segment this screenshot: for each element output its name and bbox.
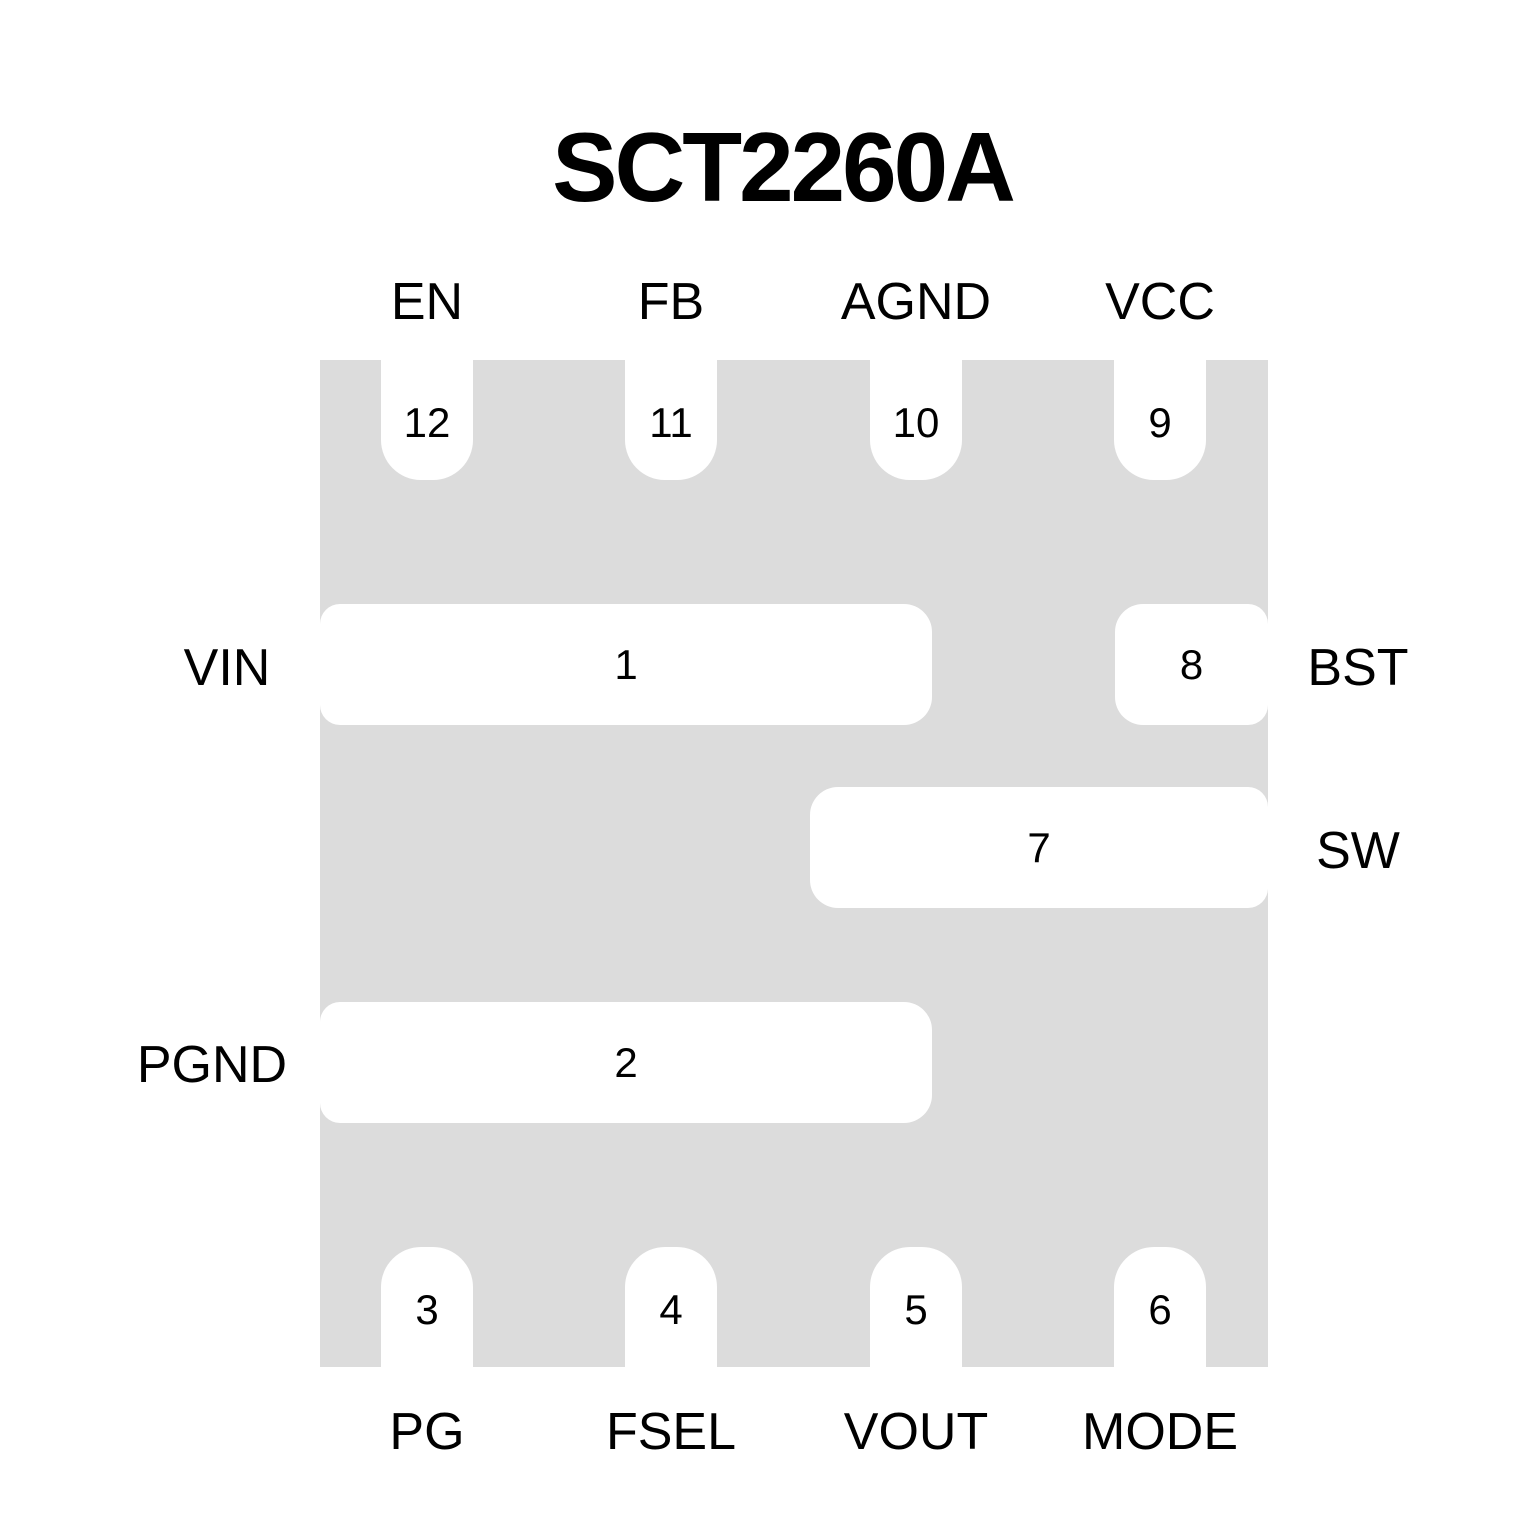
pin-number: 2 (614, 1038, 638, 1086)
pin-label-agnd: AGND (840, 273, 992, 331)
pin-10-pad: 10 (870, 360, 962, 480)
pin-number: 1 (614, 640, 638, 688)
pin-4-pad: 4 (625, 1247, 717, 1367)
pin-label-pg: PG (389, 1403, 465, 1461)
pin-label-vcc: VCC (1105, 273, 1215, 331)
pin-number: 9 (1148, 398, 1172, 446)
pin-label-vout: VOUT (843, 1403, 989, 1461)
pin-11-pad: 11 (625, 360, 717, 480)
pin-label-en: EN (390, 273, 464, 331)
pin-12-pad: 12 (381, 360, 473, 480)
pin-number: 8 (1179, 640, 1204, 688)
pin-5-pad: 5 (870, 1247, 962, 1367)
pin-label-sw: SW (1316, 822, 1400, 880)
pin-7-pad: 7 (810, 787, 1268, 908)
pin-number: 10 (892, 398, 940, 446)
pin-number: 7 (1027, 823, 1051, 871)
pin-label-vin: VIN (183, 639, 271, 697)
pin-number: 12 (403, 398, 451, 446)
pin-number: 11 (649, 398, 693, 446)
chip-title: SCT2260A (552, 112, 1016, 222)
pin-3-pad: 3 (381, 1247, 473, 1367)
pin-1-pad: 1 (320, 604, 932, 725)
pin-label-mode: MODE (1082, 1403, 1238, 1461)
pin-number: 5 (904, 1285, 928, 1333)
pin-label-bst: BST (1307, 639, 1409, 697)
pin-8-pad: 8 (1115, 604, 1268, 725)
pin-label-fsel: FSEL (605, 1403, 737, 1461)
pin-number: 4 (659, 1285, 683, 1333)
pin-2-pad: 2 (320, 1002, 932, 1123)
pin-label-pgnd: PGND (136, 1036, 288, 1094)
pin-number: 6 (1148, 1285, 1172, 1333)
pin-6-pad: 6 (1114, 1247, 1206, 1367)
pin-9-pad: 9 (1114, 360, 1206, 480)
pin-number: 3 (415, 1285, 439, 1333)
pin-label-fb: FB (637, 273, 705, 331)
